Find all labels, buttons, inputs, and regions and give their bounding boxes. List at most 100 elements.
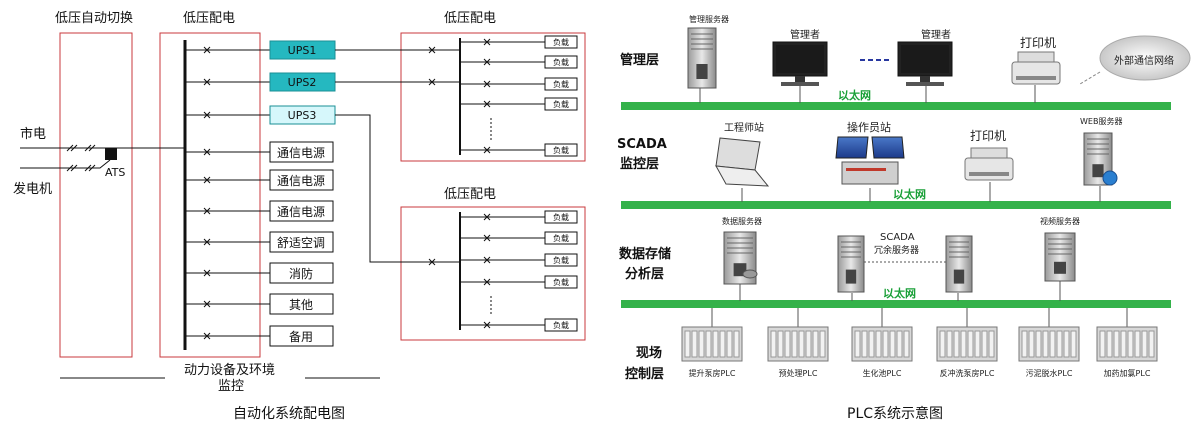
manager-workstation-icon-2 xyxy=(897,41,953,86)
feeder-box xyxy=(269,200,334,222)
plc-module xyxy=(1035,330,1042,358)
printer-tray xyxy=(969,172,1009,176)
breaker-symbol xyxy=(203,269,211,277)
plc-module xyxy=(946,330,953,358)
ups-label: UPS2 xyxy=(288,76,317,89)
breaker-symbol xyxy=(483,80,491,88)
printer-body xyxy=(964,157,1014,181)
feeder-label: 通信电源 xyxy=(277,146,325,160)
op-screen-2 xyxy=(871,136,905,159)
load-box xyxy=(544,97,578,111)
breaker-symbol xyxy=(483,146,491,154)
laptop-keyboard xyxy=(715,165,770,187)
server-panel xyxy=(845,269,857,284)
layer-scada-2: 监控层 xyxy=(620,156,659,172)
plc-module xyxy=(784,330,791,358)
plc-label: 生化池PLC xyxy=(863,368,902,378)
layer-management: 管理层 xyxy=(620,52,659,68)
plc-module xyxy=(1141,330,1148,358)
plc-module xyxy=(1042,330,1049,358)
breaker-symbol xyxy=(483,38,491,46)
breaker-symbol xyxy=(428,78,436,86)
plc-module xyxy=(1021,330,1028,358)
video-server-label: 视频服务器 xyxy=(1040,216,1080,226)
breaker-symbol xyxy=(483,321,491,329)
breaker-symbol xyxy=(203,176,211,184)
plc-module xyxy=(889,330,896,358)
load-label: 负载 xyxy=(553,99,569,109)
load-box xyxy=(544,143,578,157)
ethernet-label-2: 以太网 xyxy=(893,187,926,201)
load-box xyxy=(544,210,578,224)
plc-rack-icon xyxy=(767,326,829,362)
manager-label-2: 管理者 xyxy=(921,28,951,41)
plc-module xyxy=(1106,330,1113,358)
monitor-label-2: 监控 xyxy=(218,379,244,394)
main-distribution-title: 低压配电 xyxy=(183,11,235,26)
distribution-title-bottom: 低压配电 xyxy=(444,187,496,202)
feeder-box xyxy=(269,293,334,315)
plc-rack-icon xyxy=(851,326,913,362)
breaker-symbol xyxy=(203,332,211,340)
plc-rack-icon xyxy=(936,326,998,362)
manager-label-1: 管理者 xyxy=(790,28,820,41)
monitor-stand xyxy=(920,76,930,82)
load-label: 负载 xyxy=(553,255,569,265)
op-indicator xyxy=(846,168,886,171)
web-server-label: WEB服务器 xyxy=(1080,116,1122,126)
feeder-label: 通信电源 xyxy=(277,205,325,219)
layer-storage-1: 数据存储 xyxy=(619,246,671,262)
manager-workstation-icon-1 xyxy=(772,41,828,86)
plc-module xyxy=(798,330,805,358)
plc-rack xyxy=(1096,326,1158,362)
feeder-box xyxy=(269,262,334,284)
load-label: 负载 xyxy=(553,277,569,287)
feeder-label: 通信电源 xyxy=(277,174,325,188)
printer-tray xyxy=(1016,76,1056,80)
ethernet-bus-3 xyxy=(621,300,1171,308)
load-box xyxy=(544,77,578,91)
distribution-frame-top xyxy=(400,32,586,162)
server-panel xyxy=(1054,261,1066,274)
plc-module xyxy=(791,330,798,358)
breaker-symbol xyxy=(483,234,491,242)
plc-label: 反冲洗泵房PLC xyxy=(940,368,995,378)
globe-icon xyxy=(1102,170,1118,186)
feeder-box xyxy=(269,141,334,163)
plc-module xyxy=(854,330,861,358)
plc-module xyxy=(805,330,812,358)
plc-rack xyxy=(936,326,998,362)
layer-storage-2: 分析层 xyxy=(625,266,664,282)
monitor-screen xyxy=(776,45,824,73)
load-label: 负载 xyxy=(553,37,569,47)
left-caption: 自动化系统配电图 xyxy=(233,406,345,422)
mgmt-server-icon xyxy=(687,27,717,89)
plc-module xyxy=(875,330,882,358)
source-generator-label: 发电机 xyxy=(13,181,52,197)
laptop-screen xyxy=(715,137,761,171)
breaker-symbol xyxy=(483,58,491,66)
plc-module xyxy=(1148,330,1155,358)
load-box xyxy=(544,55,578,69)
plc-module xyxy=(861,330,868,358)
printer-icon-1 xyxy=(1011,51,1061,85)
printer-paper xyxy=(970,147,1008,159)
plc-rack-icon xyxy=(681,326,743,362)
monitor-label-1: 动力设备及环境 xyxy=(184,362,275,378)
plc-module xyxy=(988,330,995,358)
plc-module xyxy=(903,330,910,358)
plc-rack xyxy=(681,326,743,362)
monitor-stand xyxy=(795,76,805,82)
plc-module xyxy=(684,330,691,358)
plc-module xyxy=(1028,330,1035,358)
plc-rack-icon xyxy=(1018,326,1080,362)
right-caption: PLC系统示意图 xyxy=(847,405,943,422)
engineer-station-label: 工程师站 xyxy=(724,121,764,134)
breaker-symbol xyxy=(428,258,436,266)
main-distribution-frame xyxy=(159,32,261,358)
breaker-symbol xyxy=(428,46,436,54)
external-network-label: 外部通信网络 xyxy=(1114,54,1174,67)
cloud-icon xyxy=(1099,35,1191,81)
plc-module xyxy=(812,330,819,358)
plc-module xyxy=(1049,330,1056,358)
